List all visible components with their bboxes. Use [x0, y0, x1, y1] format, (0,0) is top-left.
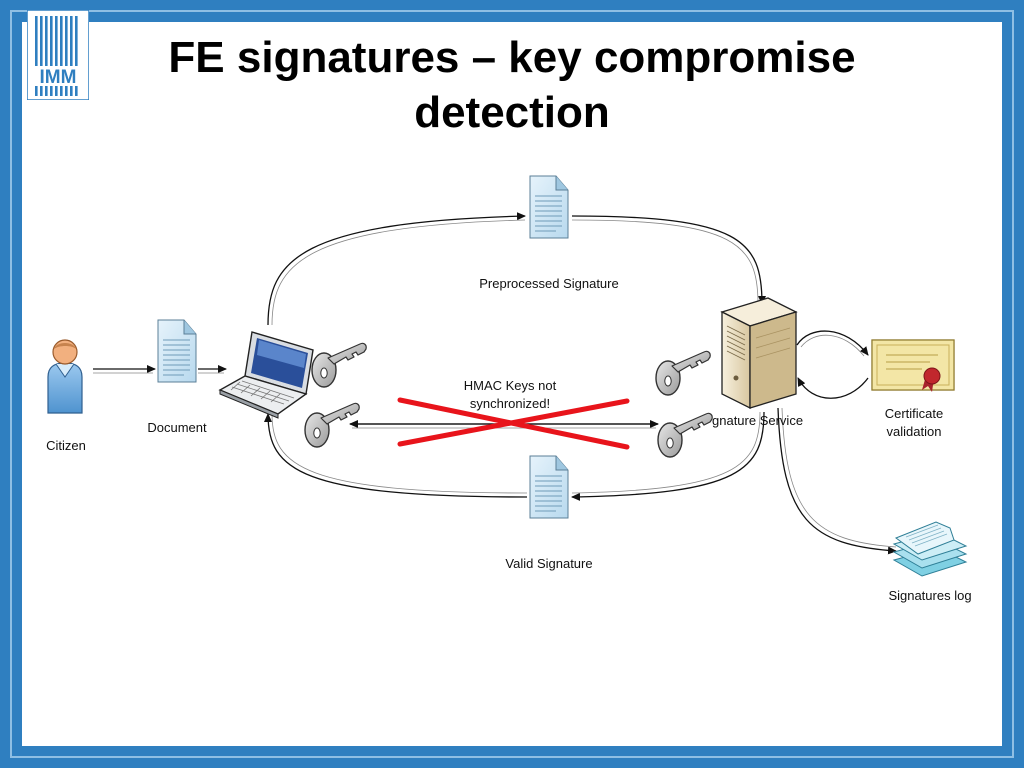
arrow-laptop-to-preprocessed — [267, 212, 526, 326]
person-icon — [47, 339, 83, 414]
arrow-certificate-to-server — [797, 377, 869, 399]
preprocessed-signature-document-icon — [529, 175, 569, 239]
hmac-annotation-line1: HMAC Keys not — [463, 378, 557, 393]
citizen-label: Citizen — [46, 438, 86, 453]
document-icon — [157, 319, 197, 383]
document-label: Document — [147, 420, 207, 435]
valid-signature-document-icon — [529, 455, 569, 519]
not-synchronized-cross — [397, 397, 630, 450]
arrow-server-to-valid-signature — [571, 411, 765, 501]
key-icon — [657, 412, 713, 458]
arrow-server-to-signatures-log — [777, 407, 897, 555]
valid-signature-label: Valid Signature — [505, 556, 593, 571]
key-icon — [304, 402, 360, 448]
key-icon — [655, 350, 711, 396]
key-icon — [311, 342, 367, 388]
signature-service-label: gnature Service — [712, 413, 804, 428]
logo-text: IMM — [40, 67, 77, 88]
slide-title: FE signatures – key compromise detection — [168, 33, 856, 137]
arrow-server-to-certificate — [796, 330, 869, 356]
server-icon — [720, 297, 798, 410]
imm-logo-icon: IMM — [26, 9, 90, 101]
certificate-validation-label-line2: validation — [886, 424, 942, 439]
signatures-log-label: Signatures log — [888, 588, 972, 603]
laptop-icon — [218, 331, 314, 419]
arrow-valid-signature-to-laptop — [264, 413, 528, 498]
preprocessed-signature-label: Preprocessed Signature — [479, 276, 619, 291]
certificate-validation-label-line1: Certificate — [884, 406, 944, 421]
log-stack-icon — [892, 521, 968, 577]
imm-logo: IMM — [26, 9, 90, 101]
certificate-icon — [871, 339, 955, 392]
hmac-annotation-line2: synchronized! — [469, 396, 551, 411]
arrow-preprocessed-to-server — [571, 215, 766, 305]
